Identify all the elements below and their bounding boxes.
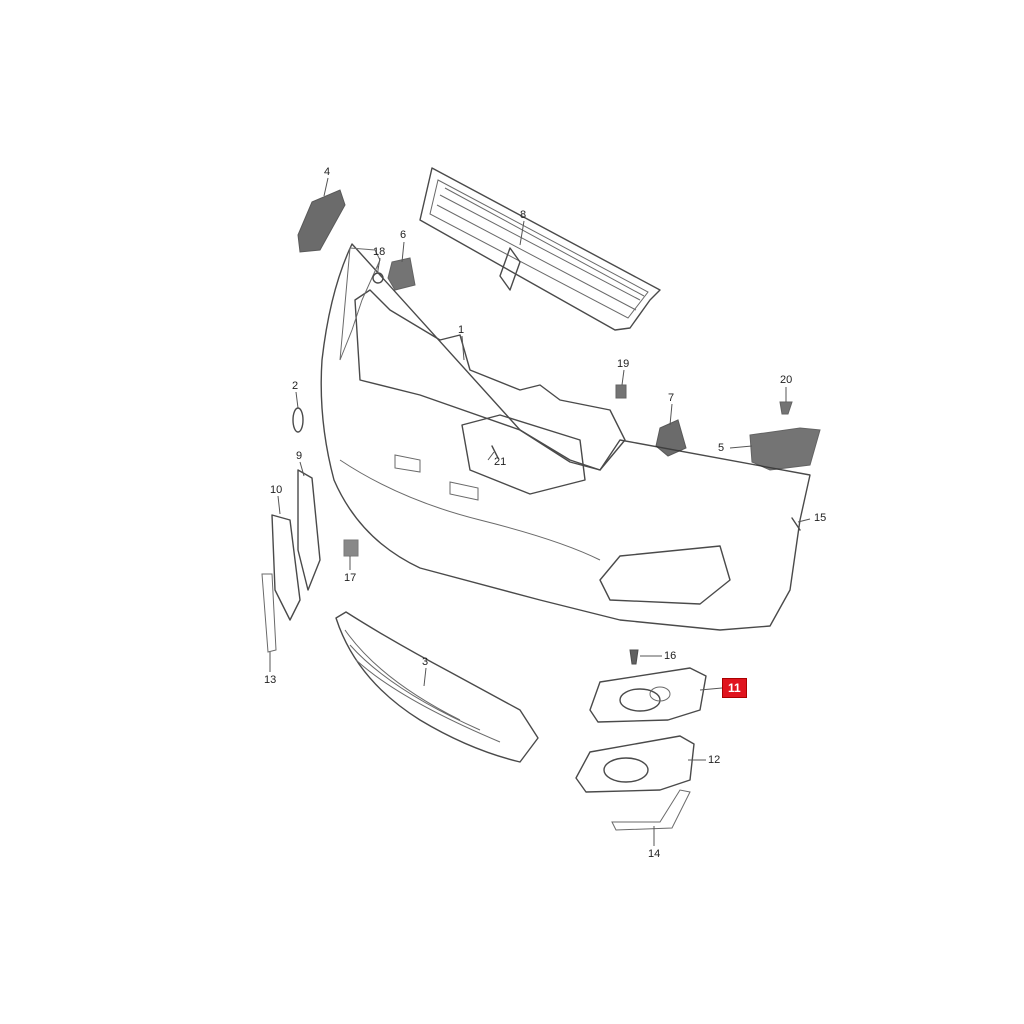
leader-lines [269,177,811,846]
callout-2: 2 [292,380,299,392]
side-trim-strip [261,573,277,653]
callout-9: 9 [296,450,303,462]
callout-15: 15 [814,512,827,524]
callout-6: 6 [400,229,407,241]
callout-17: 17 [344,572,357,584]
tow-hook-cap [292,407,304,433]
callout-20: 20 [780,374,793,386]
upper-grille [419,167,661,331]
callout-13: 13 [264,674,277,686]
callout-7: 7 [668,392,675,404]
callout-8: 8 [520,209,527,221]
callout-18: 18 [373,246,386,258]
callout-16: 16 [664,650,677,662]
callout-21: 21 [494,456,507,468]
fog-lamp-cover-right [589,667,707,723]
bracket-left-upper [297,189,346,253]
fog-lamp-trim-strip [611,789,691,831]
callout-19: 19 [617,358,630,370]
bracket-right-side [749,427,821,471]
callout-10: 10 [270,484,283,496]
lower-grille [335,611,539,763]
callout-3: 3 [422,656,429,668]
callout-1: 1 [458,324,465,336]
bracket-center [387,257,416,291]
fog-lamp-cover-right-alt [575,735,695,793]
side-retainers [271,469,321,621]
callout-4: 4 [324,166,331,178]
front-bumper [320,243,811,631]
fasteners [491,384,801,665]
callout-12: 12 [708,754,721,766]
bracket-7 [655,419,687,457]
clip-17 [343,539,359,557]
callout-14: 14 [648,848,661,860]
callout-5: 5 [718,442,725,454]
callout-11-highlighted[interactable]: 11 [722,678,747,698]
